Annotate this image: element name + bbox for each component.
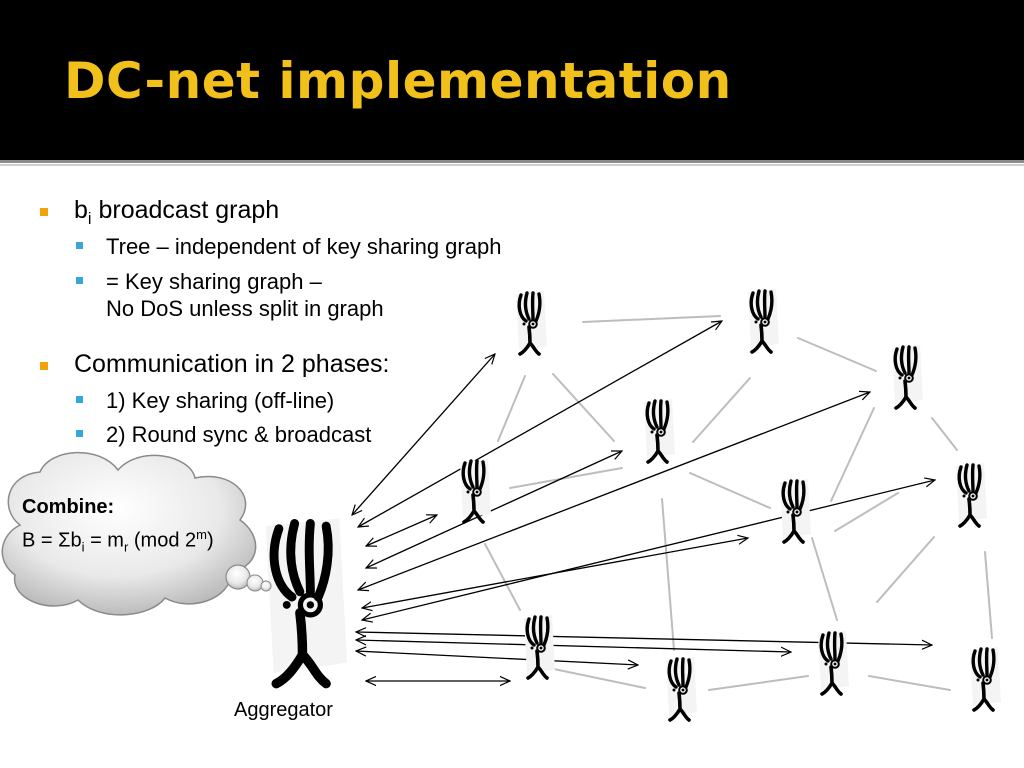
key-sharing-edge xyxy=(689,472,771,509)
sub-bullet-key-sharing: = Key sharing graph – xyxy=(106,269,322,294)
aggregator-label: Aggregator xyxy=(234,699,333,721)
participant-node xyxy=(746,288,781,354)
broadcast-arrow xyxy=(362,480,935,620)
key-sharing-edge xyxy=(797,337,877,372)
divider-line-light xyxy=(0,164,1024,166)
broadcast-arrow xyxy=(366,515,437,546)
divider-line xyxy=(0,160,1024,163)
sub-bullet-marker xyxy=(76,430,83,437)
combine-heading: Combine: xyxy=(22,496,115,518)
broadcast-arrows xyxy=(352,321,935,681)
key-sharing-edge xyxy=(497,375,526,442)
key-sharing-edge xyxy=(931,417,958,451)
participant-node xyxy=(816,630,851,696)
key-sharing-edge xyxy=(876,536,935,603)
thought-cloud xyxy=(1,451,272,616)
participant-node xyxy=(642,398,677,464)
slide-title: DC-net implementation xyxy=(64,52,732,110)
sub-bullet-round-sync: 2) Round sync & broadcast xyxy=(106,422,372,447)
stick-figure-icon xyxy=(968,646,1003,712)
bullet-marker xyxy=(40,208,48,216)
combine-note: Combine: B = Σbi = mr (mod 2m) xyxy=(22,494,214,561)
participant-nodes xyxy=(458,288,1003,722)
cloud-bubble xyxy=(260,580,272,592)
bullet-marker xyxy=(40,362,48,370)
cloud-shape xyxy=(1,451,257,616)
cloud-bubble xyxy=(246,574,264,592)
key-sharing-edge xyxy=(509,467,623,489)
stick-figure-icon xyxy=(954,462,989,528)
stick-figure-icon xyxy=(458,458,493,524)
key-sharing-edge xyxy=(708,675,809,691)
participant-node xyxy=(514,290,549,356)
title-bar: DC-net implementation xyxy=(0,0,1024,160)
key-sharing-edge xyxy=(582,315,721,323)
combine-formula: B = Σbi = mr (mod 2m) xyxy=(22,527,214,555)
participant-node xyxy=(890,344,925,410)
participant-node xyxy=(778,478,813,544)
stick-figure-icon xyxy=(514,290,549,356)
aggregator-figure-icon xyxy=(266,518,347,683)
sub-bullet-marker xyxy=(76,396,83,403)
bullet-communication: Communication in 2 phases: xyxy=(74,350,390,378)
participant-node xyxy=(522,614,557,680)
key-sharing-edge xyxy=(692,377,751,443)
key-sharing-edge xyxy=(811,537,838,621)
sub-bullet-tree: Tree – independent of key sharing graph xyxy=(106,234,502,259)
broadcast-arrow xyxy=(356,640,791,652)
participant-node xyxy=(954,462,989,528)
stick-figure-icon xyxy=(642,398,677,464)
bullet-broadcast-graph: bi broadcast graph xyxy=(74,196,280,228)
key-sharing-edge xyxy=(984,551,993,639)
key-sharing-edge xyxy=(834,492,899,532)
stick-figure-icon xyxy=(778,478,813,544)
broadcast-arrow xyxy=(356,651,638,665)
stick-figure-icon xyxy=(890,344,925,410)
participant-node xyxy=(664,656,699,722)
aggregator-node xyxy=(266,518,347,683)
sub-bullet-key-sharing-cont: No DoS unless split in graph xyxy=(106,296,384,321)
key-sharing-edge xyxy=(868,675,951,691)
participant-node xyxy=(968,646,1003,712)
cloud-bubble xyxy=(225,564,251,590)
broadcast-arrow xyxy=(366,451,622,568)
stick-figure-icon xyxy=(522,614,557,680)
key-sharing-edge xyxy=(484,543,521,611)
sub-bullet-marker xyxy=(76,242,83,249)
sub-bullet-key-sharing-phase: 1) Key sharing (off-line) xyxy=(106,388,335,413)
stick-figure-icon xyxy=(816,630,851,696)
stick-figure-icon xyxy=(746,288,781,354)
key-sharing-edge xyxy=(552,373,615,442)
key-sharing-edge xyxy=(548,667,646,689)
key-sharing-edge xyxy=(830,407,875,502)
sub-bullet-marker xyxy=(76,277,83,284)
stick-figure-icon xyxy=(664,656,699,722)
participant-node xyxy=(458,458,493,524)
key-sharing-edge xyxy=(661,498,675,651)
